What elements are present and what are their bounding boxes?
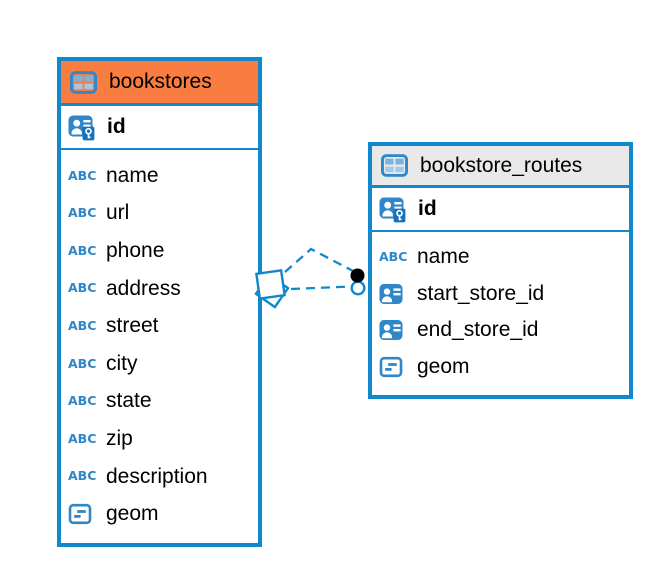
person-reference-icon: [379, 282, 409, 306]
person-key-icon: [379, 196, 409, 223]
column-name: name: [417, 245, 470, 269]
column-row-url[interactable]: ABC url: [61, 195, 258, 233]
column-name: id: [107, 115, 126, 138]
column-name: state: [106, 389, 152, 413]
abc-text-icon: ABC: [379, 249, 408, 264]
column-row-city[interactable]: ABC city: [61, 345, 258, 383]
column-row-street[interactable]: ABC street: [61, 307, 258, 345]
column-name: address: [106, 276, 181, 300]
relationship-line-start-store[interactable]: [284, 247, 356, 274]
column-row-geom[interactable]: geom: [372, 349, 629, 386]
column-row-zip[interactable]: ABC zip: [61, 420, 258, 458]
column-name: end_store_id: [417, 318, 539, 342]
entity-bookstores[interactable]: bookstores id ABC name ABC url ABC phone…: [57, 57, 262, 547]
abc-text-icon: ABC: [68, 430, 97, 446]
column-name: url: [106, 201, 130, 225]
abc-text-icon: ABC: [68, 242, 97, 258]
column-list: ABC name start_store_id end_store_id ge: [372, 232, 629, 395]
column-row-address[interactable]: ABC address: [61, 270, 258, 308]
column-name: geom: [106, 502, 159, 526]
entity-title: bookstores: [109, 70, 212, 93]
column-row-state[interactable]: ABC state: [61, 383, 258, 421]
column-row-id[interactable]: id: [372, 188, 629, 232]
endpoint-circle-filled[interactable]: [350, 268, 365, 283]
person-key-icon: [68, 114, 98, 141]
entity-title: bookstore_routes: [420, 153, 583, 177]
geometry-icon: [379, 355, 409, 379]
column-name: id: [418, 197, 437, 220]
abc-text-icon: ABC: [68, 317, 97, 333]
endpoint-circle-outline[interactable]: [350, 280, 366, 296]
column-row-name[interactable]: ABC name: [372, 239, 629, 276]
column-name: name: [106, 163, 159, 187]
entity-bookstore-routes-header[interactable]: bookstore_routes: [372, 146, 629, 188]
abc-text-icon: ABC: [68, 280, 97, 296]
relationship-endpoint-markers[interactable]: [350, 268, 366, 296]
column-row-description[interactable]: ABC description: [61, 458, 258, 496]
abc-text-icon: ABC: [68, 167, 97, 183]
person-reference-icon: [379, 318, 409, 342]
column-name: city: [106, 351, 138, 375]
entity-bookstores-header[interactable]: bookstores: [61, 61, 258, 106]
abc-text-icon: ABC: [68, 205, 97, 221]
table-icon: [70, 71, 100, 94]
column-name: geom: [417, 354, 470, 378]
abc-text-icon: ABC: [68, 468, 97, 484]
column-name: description: [106, 464, 208, 488]
column-list: ABC name ABC url ABC phone ABC address A…: [61, 150, 258, 543]
column-row-geom[interactable]: geom: [61, 495, 258, 533]
column-name: street: [106, 314, 159, 338]
column-row-start-store-id[interactable]: start_store_id: [372, 276, 629, 313]
column-name: start_store_id: [417, 281, 545, 305]
column-name: zip: [106, 426, 133, 450]
relationship-line-end-store[interactable]: [290, 285, 352, 291]
table-icon: [381, 154, 411, 177]
abc-text-icon: ABC: [68, 393, 97, 409]
column-row-phone[interactable]: ABC phone: [61, 232, 258, 270]
column-row-end-store-id[interactable]: end_store_id: [372, 312, 629, 349]
column-row-name[interactable]: ABC name: [61, 157, 258, 195]
entity-bookstore-routes[interactable]: bookstore_routes id ABC name start_store…: [368, 142, 633, 399]
column-name: phone: [106, 238, 165, 262]
abc-text-icon: ABC: [68, 355, 97, 371]
column-row-id[interactable]: id: [61, 106, 258, 150]
geometry-icon: [68, 502, 98, 526]
